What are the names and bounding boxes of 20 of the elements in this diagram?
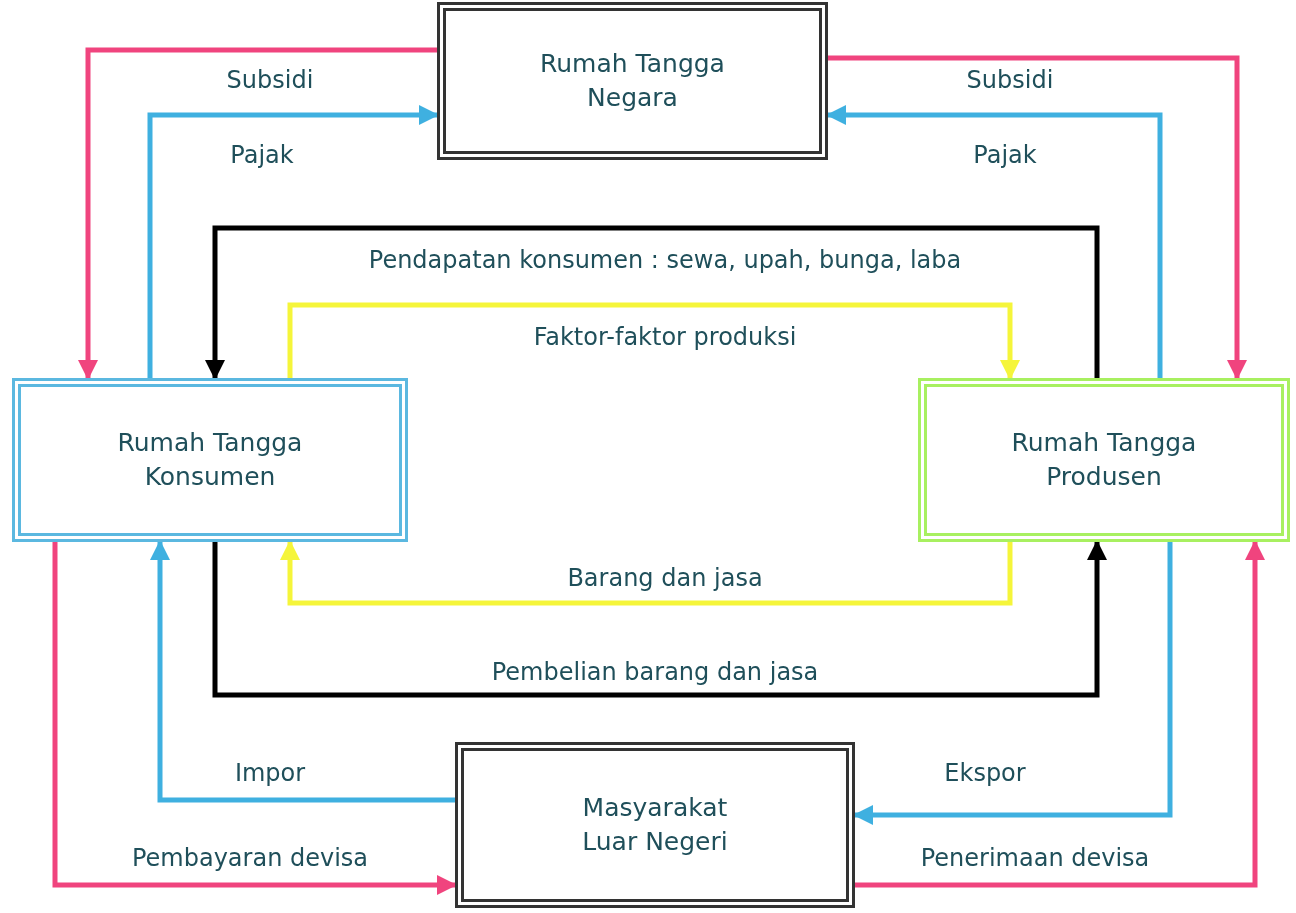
arrow xyxy=(853,542,1173,825)
arrow xyxy=(828,55,1247,380)
arrow xyxy=(826,105,1163,378)
arrow xyxy=(78,47,437,380)
process-box xyxy=(455,742,855,908)
node-label: Rumah Tangga Konsumen xyxy=(116,427,304,493)
process-box xyxy=(437,2,828,160)
arrow xyxy=(855,540,1265,888)
arrow xyxy=(150,540,455,803)
node-label: Rumah Tangga Produsen xyxy=(1010,427,1198,493)
arrow xyxy=(205,225,1100,380)
arrow xyxy=(280,540,1013,606)
arrow xyxy=(212,540,1107,698)
node-label: Masyarakat Luar Negeri xyxy=(581,792,729,858)
process-box xyxy=(12,378,408,542)
arrow xyxy=(287,302,1020,380)
node-label: Rumah Tangga Negara xyxy=(539,48,726,114)
process-box xyxy=(918,378,1290,542)
arrow xyxy=(52,542,457,895)
arrow xyxy=(147,105,439,378)
